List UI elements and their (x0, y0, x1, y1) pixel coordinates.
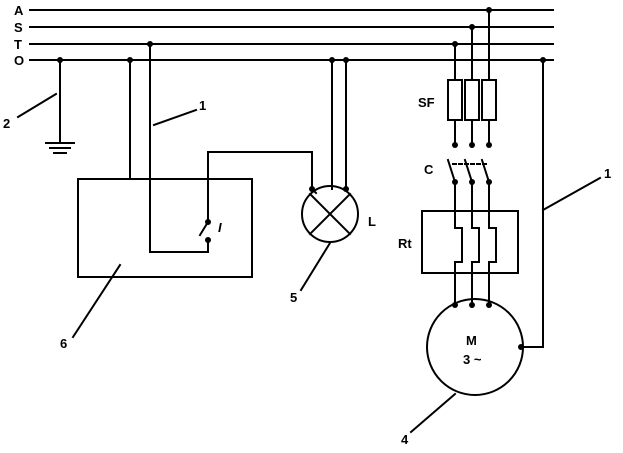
bus-label-s: S (14, 20, 23, 35)
callout-ground: 2 (3, 116, 10, 131)
junction-dot (57, 57, 63, 63)
terminal-dot (452, 142, 458, 148)
switch-return-wire (149, 43, 209, 253)
thermal-relay-rt (421, 210, 519, 306)
terminal-dot (486, 142, 492, 148)
leader-4 (409, 392, 457, 434)
terminal-dot (205, 219, 211, 225)
leader-6 (71, 263, 122, 339)
switch-label: I (218, 220, 222, 235)
callout-conductor-left: 1 (199, 98, 206, 113)
junction-dot (540, 57, 546, 63)
motor-phase-label: 3 ~ (463, 352, 482, 367)
terminal-dot (343, 186, 349, 192)
leader-2 (16, 92, 58, 119)
terminal-dot (486, 179, 492, 185)
leader-1-right (541, 176, 602, 212)
leader-1-left (152, 108, 198, 127)
pe-wire-right (520, 59, 544, 348)
terminal-dot (309, 186, 315, 192)
bus-label-o: O (14, 53, 24, 68)
terminal-dot (518, 344, 524, 350)
junction-dot (469, 24, 475, 30)
terminal-dot (205, 237, 211, 243)
terminal-dot (486, 302, 492, 308)
contactor-label: C (424, 162, 434, 177)
ground-symbol (45, 59, 75, 154)
terminal-dot (469, 302, 475, 308)
junction-dot (452, 41, 458, 47)
lamp-label: L (368, 214, 376, 229)
junction-dot (343, 57, 349, 63)
lamp-symbol (301, 185, 359, 243)
switch-lamp-wire (207, 151, 313, 223)
terminal-dot (452, 302, 458, 308)
leader-5 (299, 241, 332, 292)
terminal-dot (452, 179, 458, 185)
relay-label: Rt (398, 236, 412, 251)
callout-enclosure: 6 (60, 336, 67, 351)
callout-conductor-right: 1 (604, 166, 611, 181)
junction-dot (486, 7, 492, 13)
breaker-sf (447, 9, 497, 146)
terminal-dot (469, 142, 475, 148)
callout-lamp: 5 (290, 290, 297, 305)
callout-motor: 4 (401, 432, 409, 447)
junction-dot (147, 41, 153, 47)
enclosure-box (77, 178, 253, 278)
contactor-c (446, 158, 491, 212)
bus-label-a: A (14, 3, 24, 18)
motor-label: M (466, 333, 477, 348)
terminal-dot (469, 179, 475, 185)
junction-dot (329, 57, 335, 63)
junction-dot (127, 57, 133, 63)
breaker-label: SF (418, 95, 435, 110)
bus-label-t: T (14, 37, 22, 52)
